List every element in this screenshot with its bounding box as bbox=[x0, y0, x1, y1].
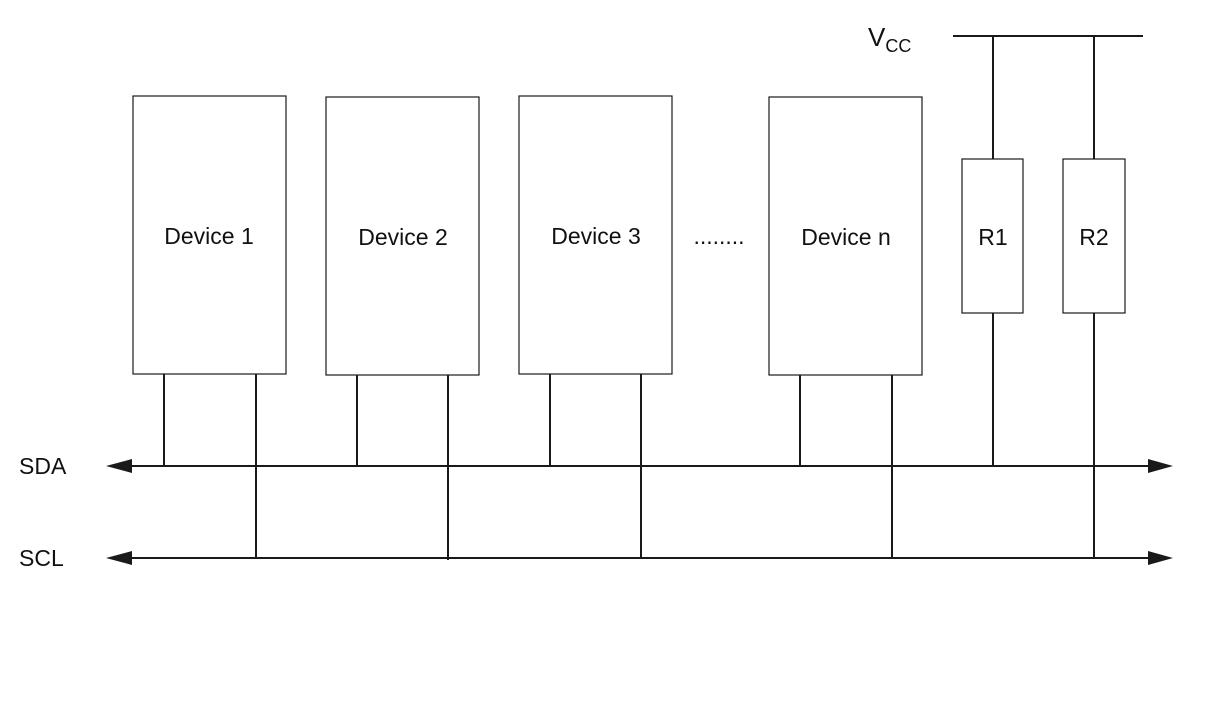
sda-bus-right-arrow bbox=[1148, 459, 1173, 473]
scl-bus bbox=[106, 551, 1173, 565]
resistor-r2-label: R2 bbox=[1079, 224, 1108, 250]
resistor-r2-body bbox=[1062, 158, 1126, 314]
sda-bus bbox=[106, 459, 1173, 473]
device-n-label: Device n bbox=[801, 224, 890, 250]
device-3: Device 3 bbox=[518, 95, 673, 558]
device-n: Device n bbox=[768, 96, 923, 558]
sda-label: SDA bbox=[19, 453, 67, 479]
scl-bus-right-arrow bbox=[1148, 551, 1173, 565]
scl-label: SCL bbox=[19, 545, 64, 571]
device-1-box bbox=[132, 95, 287, 375]
device-2: Device 2 bbox=[325, 96, 480, 560]
resistor-r2: R2 bbox=[1062, 158, 1126, 314]
device-3-box bbox=[518, 95, 673, 375]
device-n-box bbox=[768, 96, 923, 376]
scl-bus-left-arrow bbox=[106, 551, 132, 565]
vcc-label-sub: CC bbox=[885, 36, 911, 56]
sda-bus-left-arrow bbox=[106, 459, 132, 473]
device-3-label: Device 3 bbox=[551, 223, 640, 249]
device-2-label: Device 2 bbox=[358, 224, 447, 250]
resistor-r1-label: R1 bbox=[978, 224, 1007, 250]
vcc-label-main: V bbox=[868, 22, 886, 52]
device-2-box bbox=[325, 96, 480, 376]
device-1-label: Device 1 bbox=[164, 223, 253, 249]
resistor-r1: R1 bbox=[961, 158, 1024, 314]
resistor-r1-body bbox=[961, 158, 1024, 314]
device-ellipsis: ........ bbox=[693, 223, 744, 249]
vcc-label: VCC bbox=[868, 22, 911, 56]
device-1: Device 1 bbox=[132, 95, 287, 558]
